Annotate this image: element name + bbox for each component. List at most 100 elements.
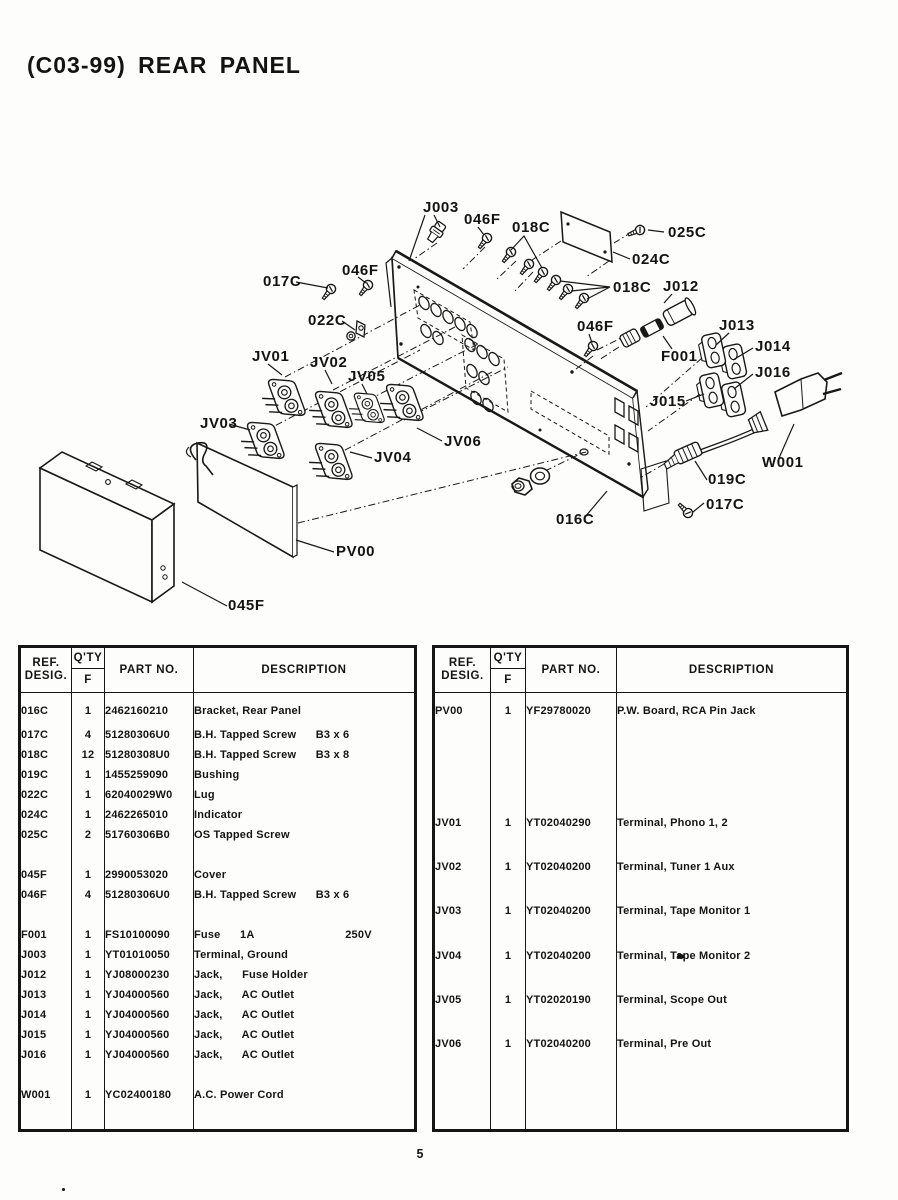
screw-025c — [625, 223, 647, 240]
spacer-row — [20, 1068, 416, 1089]
cell-qty — [490, 1081, 526, 1131]
cell-qty: 1 — [71, 868, 105, 889]
part-label-022c: 022C — [308, 312, 346, 329]
cell-qty: 1 — [490, 904, 526, 949]
part-label-017c-bottom: 017C — [706, 496, 744, 513]
cell-qty: 1 — [490, 692, 526, 772]
cell-ref-desig: JV06 — [435, 1038, 462, 1051]
part-labels: J003 046F 018C 025C 024C 017C 046F 022C … — [200, 199, 804, 614]
cell-ref-desig — [434, 1082, 491, 1131]
cell-description: Cover — [193, 868, 416, 889]
nut-and-washer — [511, 467, 551, 496]
cell-part-no: YJ04000560 — [104, 1008, 194, 1029]
spacer-row — [20, 908, 416, 929]
cell-part-no: YT02040200 — [525, 904, 617, 949]
screw-018c-5 — [555, 281, 576, 303]
cell-ref-desig: JV01 — [435, 816, 462, 829]
cell-ref-desig: 025C — [21, 829, 49, 842]
power-cord-w001 — [699, 371, 843, 455]
cell-description — [193, 1068, 416, 1089]
header-qty: Q'TY F — [71, 646, 105, 693]
cell-ref-desig: 016C — [21, 705, 49, 717]
cell-ref-desig — [434, 771, 491, 815]
ac-outlets — [694, 331, 749, 420]
page-number: 5 — [416, 1147, 424, 1161]
part-label-jv01: JV01 — [252, 348, 289, 365]
cell-description: Jack, AC Outlet — [193, 988, 416, 1009]
screw-018c-3 — [530, 264, 551, 286]
part-label-025c: 025C — [668, 224, 706, 241]
cell-ref-desig: PV00 — [435, 705, 463, 717]
cell-description: Indicator — [193, 808, 416, 829]
cell-part-no — [104, 848, 194, 869]
terminal-jv06 — [374, 376, 425, 432]
cell-part-no: YJ04000560 — [104, 1048, 194, 1069]
cell-part-no: YC02400180 — [104, 1088, 194, 1109]
cell-ref-desig: 022C — [21, 789, 49, 802]
cell-description: A.C. Power Cord — [193, 1088, 416, 1109]
cell-part-no — [104, 908, 194, 929]
part-label-jv02: JV02 — [310, 354, 347, 371]
cell-ref-desig: JV03 — [435, 905, 462, 918]
cell-qty: 4 — [71, 728, 105, 749]
ac-outlet-j015 — [694, 371, 726, 411]
cell-description: Jack, Fuse Holder — [193, 968, 416, 989]
terminal-jv02 — [303, 383, 354, 439]
cell-description: Jack, AC Outlet — [193, 1048, 416, 1069]
cell-part-no: YT02040290 — [525, 815, 617, 861]
cell-part-no: 2462265010 — [104, 808, 194, 829]
cell-part-no: YT02040200 — [525, 1037, 617, 1082]
part-label-018c-right: 018C — [613, 279, 651, 296]
label-leader-lines — [181, 214, 795, 607]
part-label-jv06: JV06 — [444, 433, 481, 450]
screw-018c-2 — [516, 256, 537, 278]
screw-018c-4 — [543, 272, 564, 294]
cell-qty: 2 — [71, 828, 105, 849]
header-description: DESCRIPTION — [193, 646, 416, 693]
cell-description: B.H. Tapped Screw B3 x 6 — [193, 888, 416, 909]
part-label-016c: 016C — [556, 511, 594, 528]
cell-part-no — [104, 1108, 194, 1131]
page-title: (C03-99) REAR PANEL — [27, 52, 301, 78]
rear-panel-bracket-016c — [385, 249, 670, 512]
screw-046f-left — [355, 277, 376, 299]
cell-ref-desig: J013 — [21, 989, 47, 1002]
ac-outlet-j013 — [696, 331, 728, 371]
cell-ref-desig: 018C — [21, 749, 49, 762]
cell-description: Jack, AC Outlet — [193, 1028, 416, 1049]
cell-qty: 1 — [71, 988, 105, 1009]
cell-ref-desig: J014 — [21, 1009, 47, 1022]
cell-description: P.W. Board, RCA Pin Jack — [616, 692, 848, 772]
part-label-w001: W001 — [762, 454, 804, 471]
spacer-row — [434, 771, 848, 816]
cell-qty: 1 — [71, 1048, 105, 1069]
cell-part-no: 51280306U0 — [104, 888, 194, 909]
cell-qty — [71, 908, 105, 929]
header-description: DESCRIPTION — [616, 646, 848, 693]
cell-description: Lug — [193, 788, 416, 809]
cell-qty: 1 — [71, 948, 105, 969]
exploded-view-diagram: J003 046F 018C 025C 024C 017C 046F 022C … — [38, 199, 843, 614]
part-label-018c-top: 018C — [512, 219, 550, 236]
cell-part-no — [104, 1068, 194, 1089]
cell-part-no: YJ04000560 — [104, 988, 194, 1009]
header-ref-desig: REF. DESIG. — [19, 646, 72, 693]
cell-part-no: FS10100090 — [104, 928, 194, 949]
cell-ref-desig: JV04 — [435, 949, 462, 962]
part-label-017c-left: 017C — [263, 273, 301, 290]
cell-qty: 1 — [71, 692, 105, 729]
screw-017c-bottom — [675, 500, 696, 521]
cell-part-no: YT02040200 — [525, 948, 617, 993]
